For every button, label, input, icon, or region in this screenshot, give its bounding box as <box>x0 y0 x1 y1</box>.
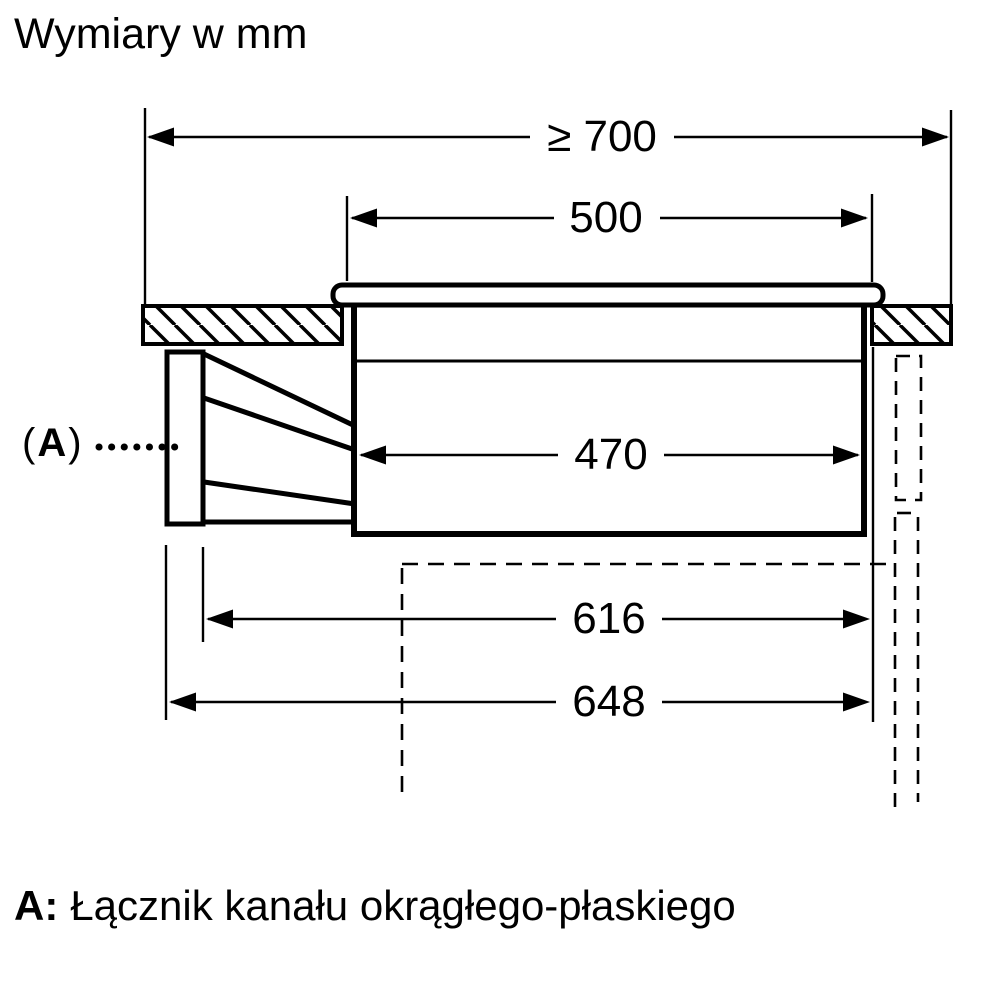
worktop-right-hatch <box>870 304 953 346</box>
dimension-label-cutout-to-duct: 616 <box>572 594 645 643</box>
arrowhead-left <box>169 692 196 712</box>
worktop-right <box>870 304 953 346</box>
duct-channel-upper <box>894 354 923 502</box>
dimension-label-housing: 470 <box>574 430 647 479</box>
duct-adapter-wall <box>203 395 356 453</box>
duct-adapter-wall <box>202 351 357 429</box>
arrowhead-right <box>843 692 870 712</box>
dimension-worktop-min: ≥ 700 <box>143 108 953 304</box>
hob-body-outline <box>351 300 867 537</box>
legend: A:Łącznik kanału okrągłego-płaskiego <box>14 882 736 930</box>
legend-text: Łącznik kanału okrągłego-płaskiego <box>70 882 736 929</box>
part-marker-close-paren: ) <box>68 421 82 465</box>
part-marker-letter: A <box>37 421 67 465</box>
duct-adapter-wall <box>203 479 356 507</box>
hob-body <box>351 300 867 537</box>
part-marker-open-paren: ( <box>22 421 36 465</box>
arrowhead-left <box>147 127 174 147</box>
arrowhead-right <box>833 445 860 465</box>
arrowhead-left <box>206 609 233 629</box>
arrowhead-left <box>350 208 377 228</box>
arrowhead-right <box>841 208 868 228</box>
glass-top-surface <box>330 282 886 308</box>
clearance-dashed-outline <box>400 562 888 795</box>
legend-key: A: <box>14 882 59 929</box>
dimension-label-worktop-min: ≥ 700 <box>547 112 657 161</box>
duct-adapter <box>164 349 357 527</box>
dimension-glass-top: 500 <box>345 193 874 282</box>
page-title: Wymiary w mm <box>14 10 308 58</box>
arrowhead-right <box>843 609 870 629</box>
worktop-left <box>141 304 344 346</box>
dimension-cutout-to-duct: 616 <box>201 547 870 643</box>
arrowhead-right <box>922 127 949 147</box>
arrowhead-left <box>359 445 386 465</box>
duct-adapter-flange <box>164 349 206 527</box>
worktop-left-hatch <box>141 304 344 346</box>
dimension-housing: 470 <box>359 430 860 479</box>
dimension-label-glass-top: 500 <box>569 193 642 242</box>
dimension-overall-duct: 648 <box>164 545 870 726</box>
part-marker: (A) <box>22 421 82 466</box>
dimension-label-overall-duct: 648 <box>572 677 645 726</box>
duct-channel-dashed <box>893 354 923 808</box>
